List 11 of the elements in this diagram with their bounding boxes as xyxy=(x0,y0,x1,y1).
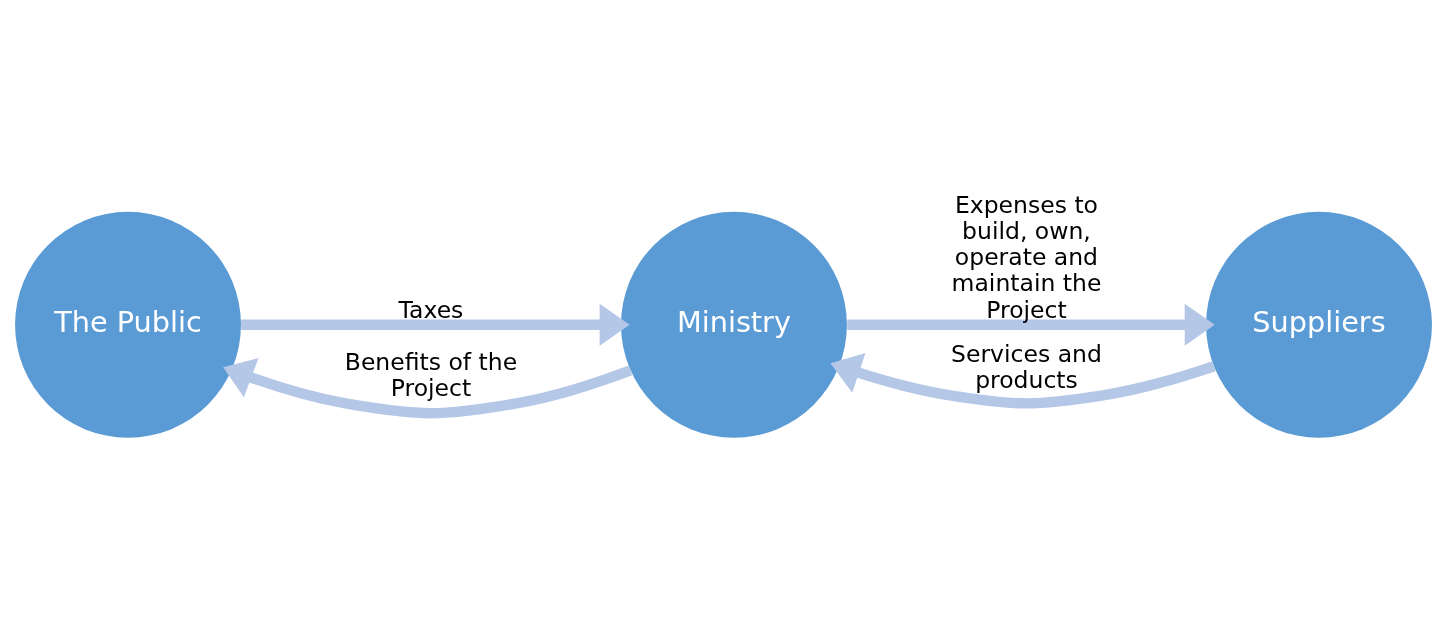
edge-label: Services and products xyxy=(951,339,1102,394)
edge-label: Expenses to build, own, operate and maintain the Project xyxy=(951,190,1102,323)
node-circle: Suppliers xyxy=(1206,211,1432,438)
arrow xyxy=(223,357,633,418)
edge-label: Taxes xyxy=(398,295,464,323)
node-circle: The Public xyxy=(15,211,241,438)
edge-label: Benefits of the Project xyxy=(344,347,518,402)
arrow xyxy=(830,352,1216,409)
arrow xyxy=(241,303,630,346)
node-circle: Ministry xyxy=(621,211,847,438)
arrow xyxy=(847,303,1215,346)
